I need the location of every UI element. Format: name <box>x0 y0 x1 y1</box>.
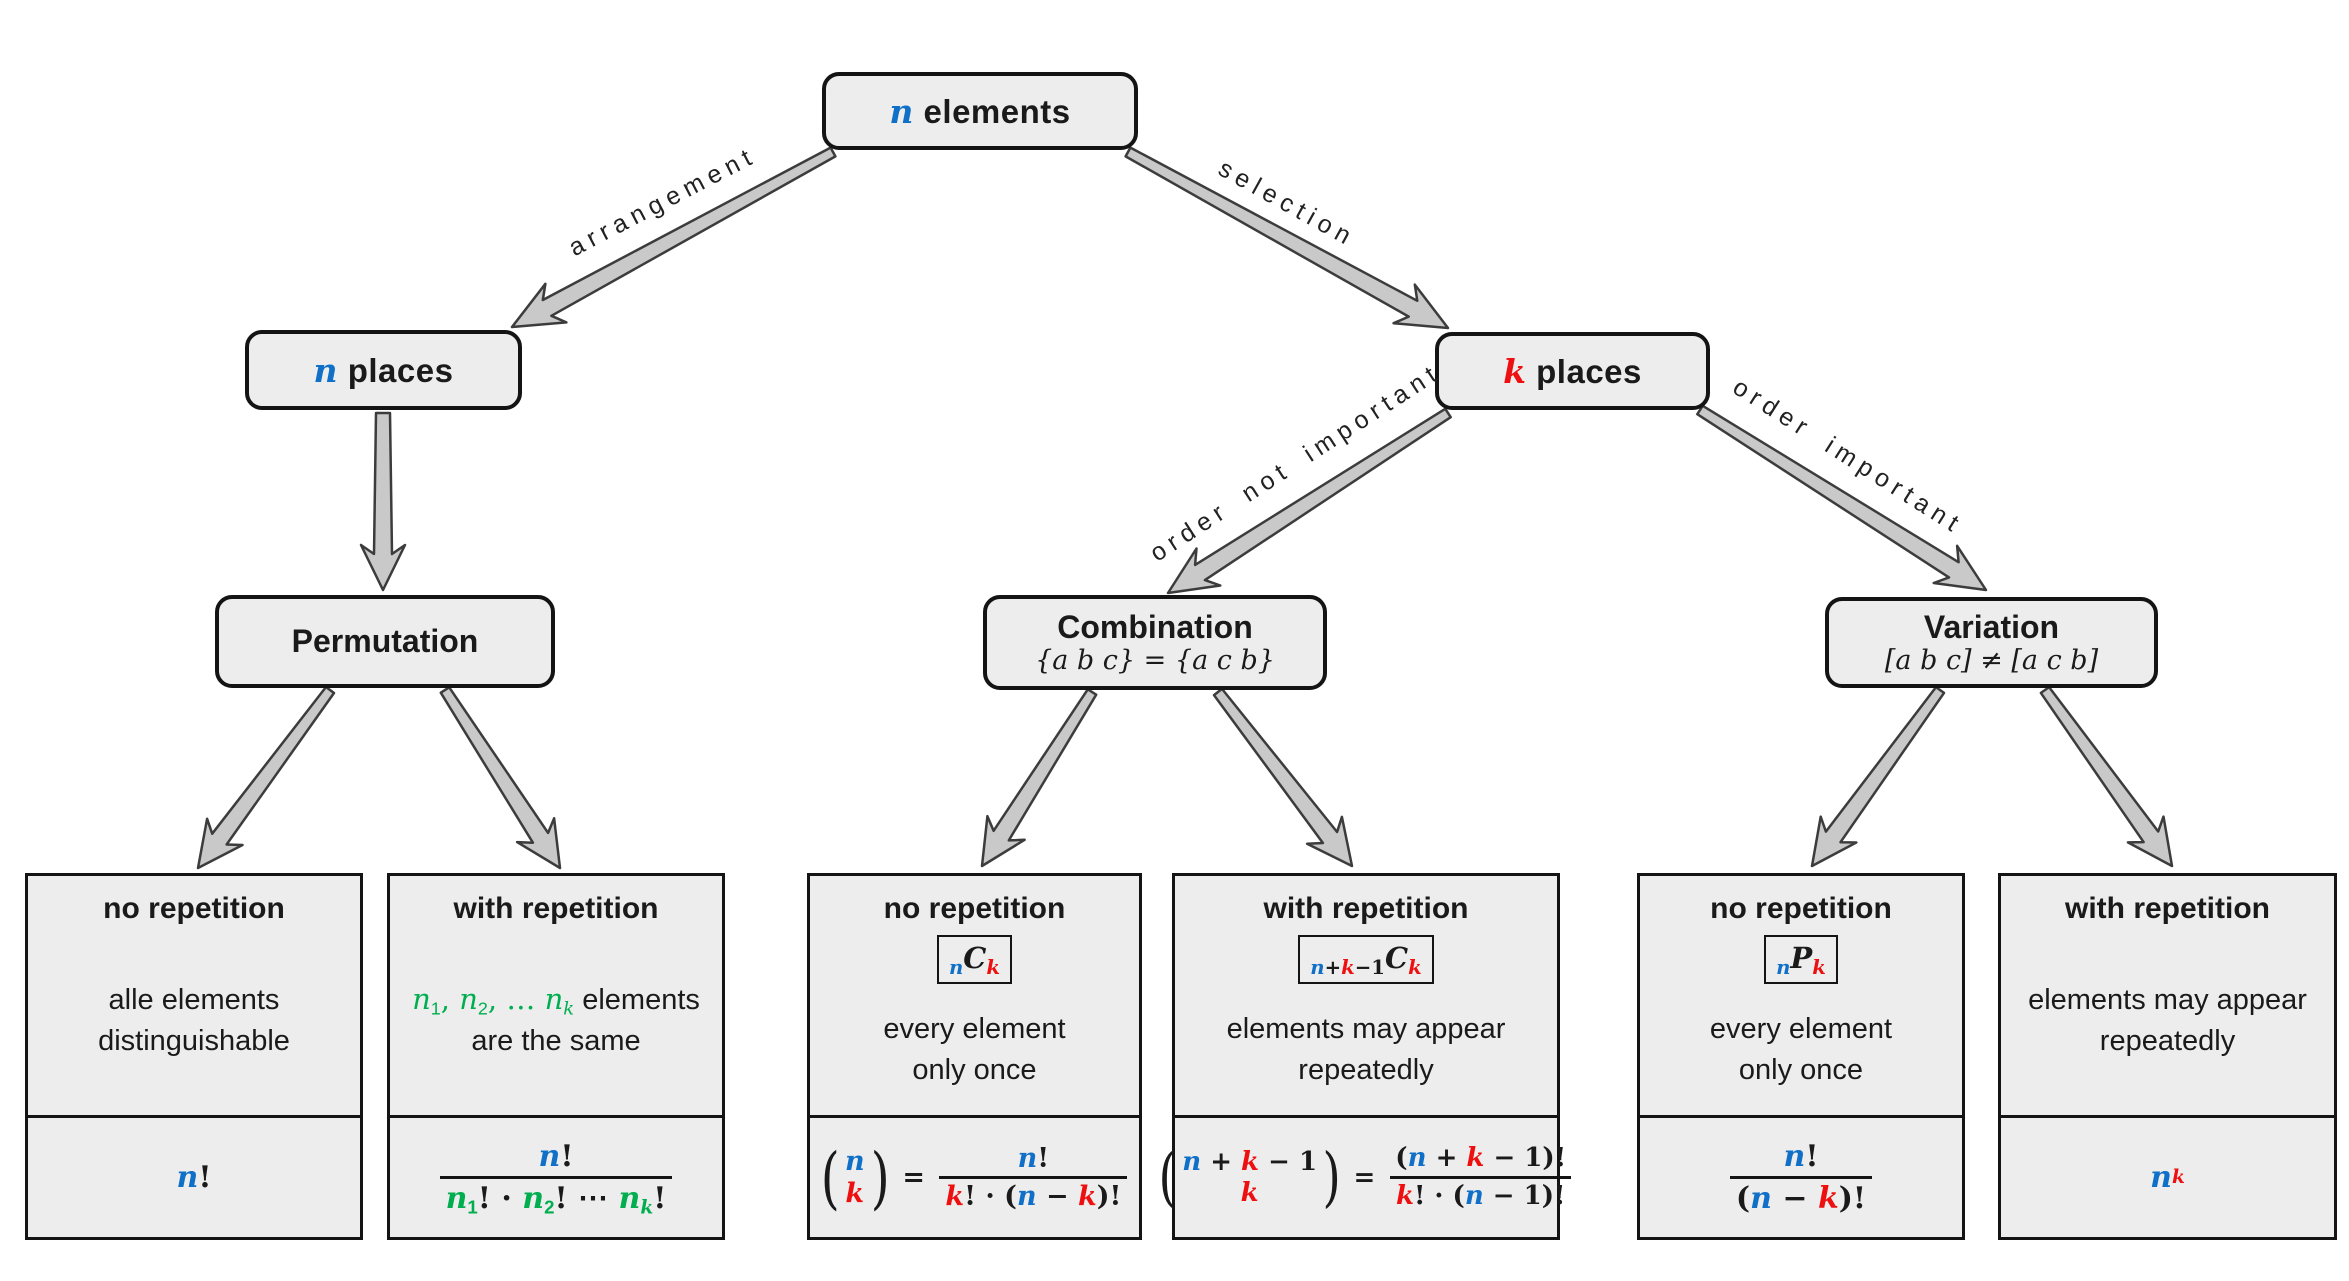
arrow-n-places-to-permutation <box>359 411 407 592</box>
leaf-description-line: every element <box>1709 1012 1893 1045</box>
leaf-header: with repetition <box>1263 892 1469 925</box>
arrow-combination-to-no-repetition <box>980 688 1098 868</box>
node-title: Variation <box>1923 608 2060 645</box>
leaf-box-variation-no-repetition: no repetition nPk every element only once… <box>1637 873 1965 1240</box>
arrow-variation-to-no-repetition <box>1810 685 1946 868</box>
node-subtitle: [a b c] ≠ [a c b] <box>1884 645 2099 677</box>
leaf-box-permutation-with-repetition: with repetition n1, n2, … nk elements are… <box>387 873 725 1240</box>
arrow-root-to-n-places <box>510 146 837 329</box>
leaf-description-line: alle elements <box>108 983 280 1016</box>
arrow-variation-to-with-repetition <box>2039 685 2174 868</box>
node-n-elements: n elements <box>822 72 1138 150</box>
leaf-header: no repetition <box>883 892 1066 925</box>
leaf-formula-cell: n!(n − k)! <box>1640 1115 1962 1237</box>
leaf-notation-box: nCk <box>936 935 1013 985</box>
leaf-box-combination-with-repetition: with repetition n+k−1Ck elements may app… <box>1158 873 1572 1240</box>
leaf-formula-cell: n!n1! · n2! ⋯ nk! <box>390 1115 722 1237</box>
node-combination: Combination {a b c} = {a c b} <box>983 595 1327 690</box>
leaf-description: elements may appear repeatedly <box>1227 984 1506 1115</box>
arrow-k-places-to-combination <box>1166 407 1452 595</box>
leaf-formula: n!(n − k)! <box>1725 1137 1877 1218</box>
leaf-formula: n!n1! · n2! ⋯ nk! <box>435 1137 678 1218</box>
leaf-description: every element only once <box>883 984 1065 1115</box>
node-label: n places <box>313 350 454 390</box>
leaf-header: with repetition <box>2065 892 2270 925</box>
leaf-description-line: repeatedly <box>1298 1053 1434 1086</box>
leaf-description: elements may appear repeatedly <box>2028 926 2307 1115</box>
node-k-places: k places <box>1435 332 1710 410</box>
leaf-description-line: n1, n2, … nk elements <box>412 982 700 1020</box>
arrow-permutation-to-no-repetition <box>196 685 336 870</box>
leaf-description: every element only once <box>1710 984 1892 1115</box>
node-permutation: Permutation <box>215 595 555 688</box>
arrow-root-to-k-places <box>1124 146 1450 330</box>
arrow-k-places-to-variation <box>1696 404 1988 592</box>
leaf-box-combination-no-repetition: no repetition nCk every element only once… <box>807 873 1142 1240</box>
node-n-places: n places <box>245 330 522 410</box>
leaf-description-line: only once <box>1738 1053 1864 1086</box>
node-title: Permutation <box>291 623 479 660</box>
arrow-combination-to-with-repetition <box>1212 687 1354 868</box>
leaf-notation-box: n+k−1Ck <box>1298 935 1434 985</box>
leaf-box-permutation-no-repetition: no repetition alle elements distinguishab… <box>25 873 363 1240</box>
leaf-formula-cell: n! <box>28 1115 360 1237</box>
leaf-description-line: only once <box>912 1053 1037 1086</box>
leaf-box-variation-with-repetition: with repetition elements may appear repea… <box>1998 873 2337 1240</box>
node-label: k places <box>1503 351 1642 391</box>
leaf-description-line: distinguishable <box>98 1024 290 1057</box>
leaf-description-line: elements may appear <box>1226 1012 1506 1045</box>
leaf-description: n1, n2, … nk elements are the same <box>412 926 700 1115</box>
node-label: n elements <box>889 91 1071 131</box>
arrow-permutation-to-with-repetition <box>439 686 562 870</box>
node-variation: Variation [a b c] ≠ [a c b] <box>1825 597 2158 688</box>
leaf-formula: n! <box>176 1160 212 1195</box>
node-title: Combination <box>1057 608 1253 645</box>
leaf-description-line: repeatedly <box>2099 1024 2236 1057</box>
leaf-description-line: elements may appear <box>2028 983 2307 1016</box>
leaf-header: no repetition <box>103 892 285 925</box>
leaf-header: with repetition <box>453 892 659 925</box>
leaf-notation-box: nPk <box>1764 935 1838 985</box>
leaf-description: alle elements distinguishable <box>98 926 290 1115</box>
leaf-header: no repetition <box>1710 892 1892 925</box>
leaf-description-line: every element <box>883 1012 1066 1045</box>
node-subtitle: {a b c} = {a c b} <box>1035 645 1275 677</box>
leaf-description-line: are the same <box>471 1025 641 1057</box>
